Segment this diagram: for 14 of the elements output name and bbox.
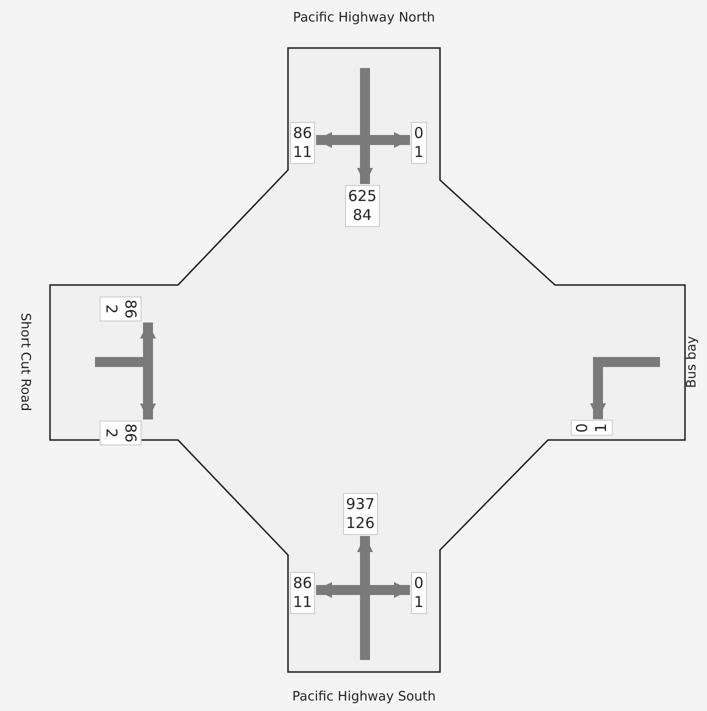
count-box: 86 11 [290,122,316,164]
count-box: 86 2 [100,296,142,322]
count-box: 0 1 [570,420,613,436]
count-box: 86 11 [290,572,316,614]
movement-arrow [590,357,660,420]
road-name: Pacific Highway South [292,690,436,704]
count-box: 937 126 [343,493,378,535]
road-name: Bus bay [684,336,700,388]
count-box: 625 84 [345,185,380,227]
road-name: Pacific Highway North [292,10,436,26]
road-name: Short Cut Road [18,312,32,412]
count-box: 86 2 [100,420,142,446]
count-box: 0 1 [411,572,427,614]
count-box: 0 1 [411,122,427,164]
